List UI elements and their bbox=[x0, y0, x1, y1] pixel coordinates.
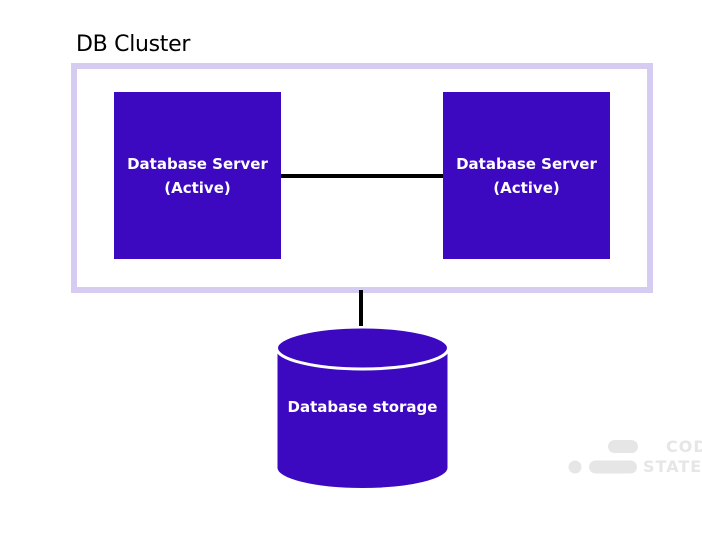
watermark-pill-top bbox=[608, 440, 638, 453]
database-storage: Database storage bbox=[275, 326, 450, 490]
server-right-label-line2: (Active) bbox=[493, 178, 560, 197]
server-left-shape bbox=[114, 92, 281, 259]
cluster-title: DB Cluster bbox=[76, 32, 191, 57]
cylinder-body bbox=[275, 347, 450, 490]
watermark-dot bbox=[568, 460, 582, 474]
database-storage-cylinder-icon bbox=[275, 326, 450, 490]
watermark-text-line2: STATE bbox=[643, 457, 702, 476]
server-connector-line bbox=[281, 174, 443, 178]
server-right-rect bbox=[443, 92, 610, 259]
cluster-storage-connector-line bbox=[359, 290, 363, 346]
database-storage-label: Database storage bbox=[287, 398, 438, 416]
watermark-text-line1: COD bbox=[666, 437, 702, 456]
database-server-left: Database Server (Active) bbox=[114, 92, 281, 259]
watermark-pill-bottom bbox=[589, 460, 637, 474]
database-server-right: Database Server (Active) bbox=[443, 92, 610, 259]
server-right-shape bbox=[443, 92, 610, 259]
server-left-rect bbox=[114, 92, 281, 259]
cylinder-top bbox=[275, 326, 450, 371]
watermark-logo: COD STATE bbox=[568, 437, 702, 481]
server-left-label-line1: Database Server bbox=[127, 154, 268, 173]
watermark-logo-icon bbox=[568, 440, 638, 474]
server-left-label-line2: (Active) bbox=[164, 178, 231, 197]
server-right-label-line1: Database Server bbox=[456, 154, 597, 173]
